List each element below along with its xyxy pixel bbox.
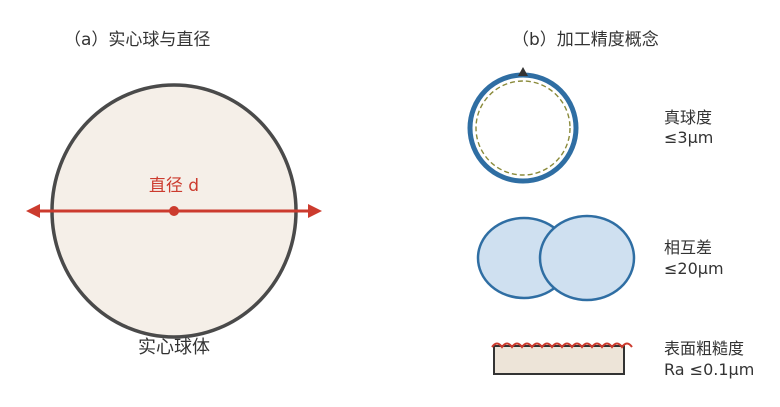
sphere-caption: 实心球体 [138, 337, 210, 358]
roughness-wave [491, 342, 633, 349]
sphericity-peak-marker-icon [518, 67, 528, 76]
mutual-difference-name: 相互差 [664, 238, 712, 257]
mutual-difference-figure [476, 214, 636, 302]
diameter-label: 直径 d [149, 176, 199, 196]
sphericity-figure [467, 67, 579, 184]
roughness-value: Ra ≤0.1μm [664, 360, 754, 379]
sphericity-value: ≤3μm [664, 128, 713, 147]
sphericity-name: 真球度 [664, 108, 712, 127]
diameter-arrow-right-icon [308, 204, 322, 218]
panel-b-title: （b）加工精度概念 [512, 29, 659, 50]
panel-a-title: （a）实心球与直径 [64, 30, 210, 50]
sphere-center-dot [169, 206, 179, 216]
sphericity-ideal-circle [475, 80, 571, 176]
ball-right [538, 214, 636, 302]
mutual-difference-value: ≤20μm [664, 259, 724, 278]
diameter-arrow-left-icon [26, 204, 40, 218]
surface-roughness-figure [491, 342, 633, 375]
surface-block [493, 345, 625, 375]
roughness-name: 表面粗糙度 [664, 339, 744, 358]
sphericity-outer-ring [467, 72, 579, 184]
